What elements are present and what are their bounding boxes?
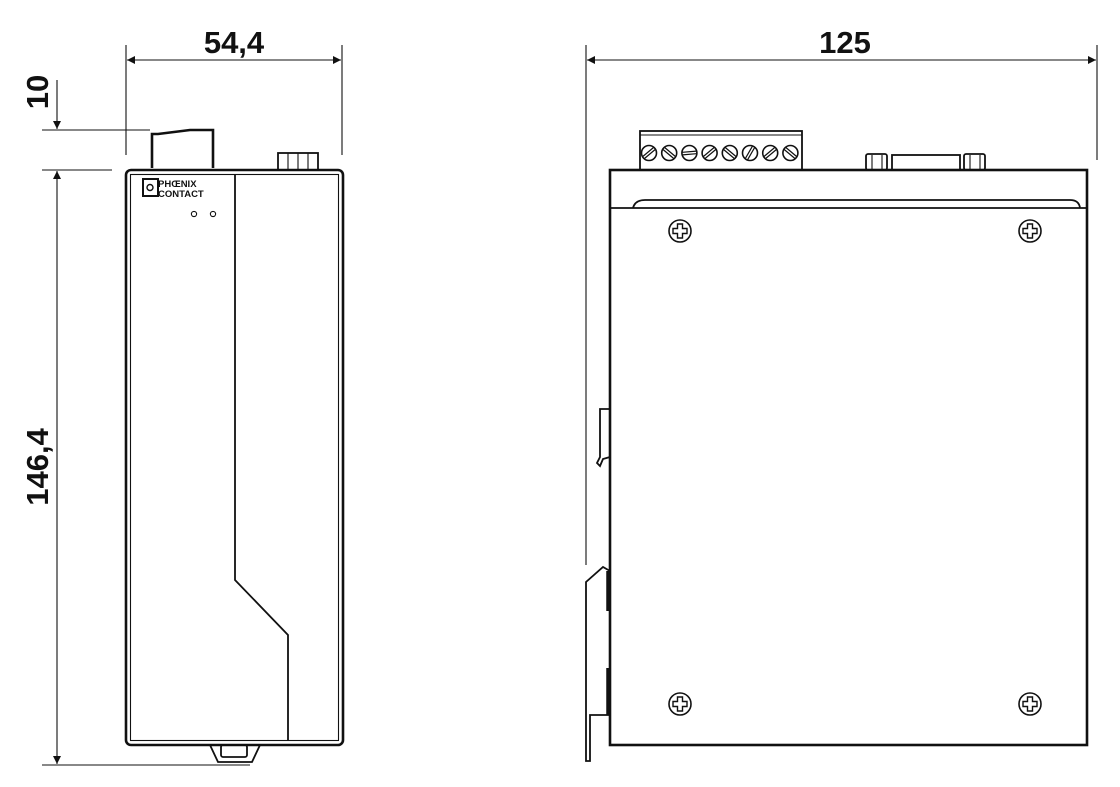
terminal-screw-icon [660,144,678,162]
din-clip-tab [209,744,261,763]
terminal-screw-icon [701,144,718,162]
plug-connector [150,128,215,168]
phillips-screw-icon [1018,692,1042,716]
terminal-screw-icon [741,144,759,162]
side-view [585,130,1089,762]
terminal-screw-icon [640,144,658,162]
led-indicator [209,210,217,218]
terminal-screw-icon [721,144,739,162]
dimension-height: 146,4 [20,171,250,766]
terminal-screw-icon [782,144,799,162]
phoenix-contact-logo: PHŒNIX CONTACT [142,178,204,200]
dim-label-depth: 125 [819,25,871,60]
sub-d-connector [865,153,986,171]
dimension-depth: 125 [585,25,1098,565]
dim-label-height: 146,4 [20,427,55,505]
front-panel-divider [234,174,289,741]
phillips-screw-icon [668,692,692,716]
dimension-width-front: 54,4 [125,25,343,155]
front-view: PHŒNIX CONTACT [124,128,345,763]
side-top-rail [632,199,1081,209]
phillips-screw-icon [668,219,692,243]
logo-line2: CONTACT [158,189,204,200]
logo-line1: PHŒNIX [158,179,197,190]
phillips-screw-icon [1018,219,1042,243]
din-rail-clip [585,408,611,762]
dimension-connector-height: 10 [20,75,150,171]
antenna-knob [277,152,319,171]
terminal-block [639,130,803,171]
dim-label-connector: 10 [20,75,55,109]
side-housing-outline [608,168,1089,747]
terminal-screw-icon [761,144,779,162]
terminal-screw-icon [681,144,698,162]
led-indicator [190,210,198,218]
dim-label-width: 54,4 [204,25,265,60]
